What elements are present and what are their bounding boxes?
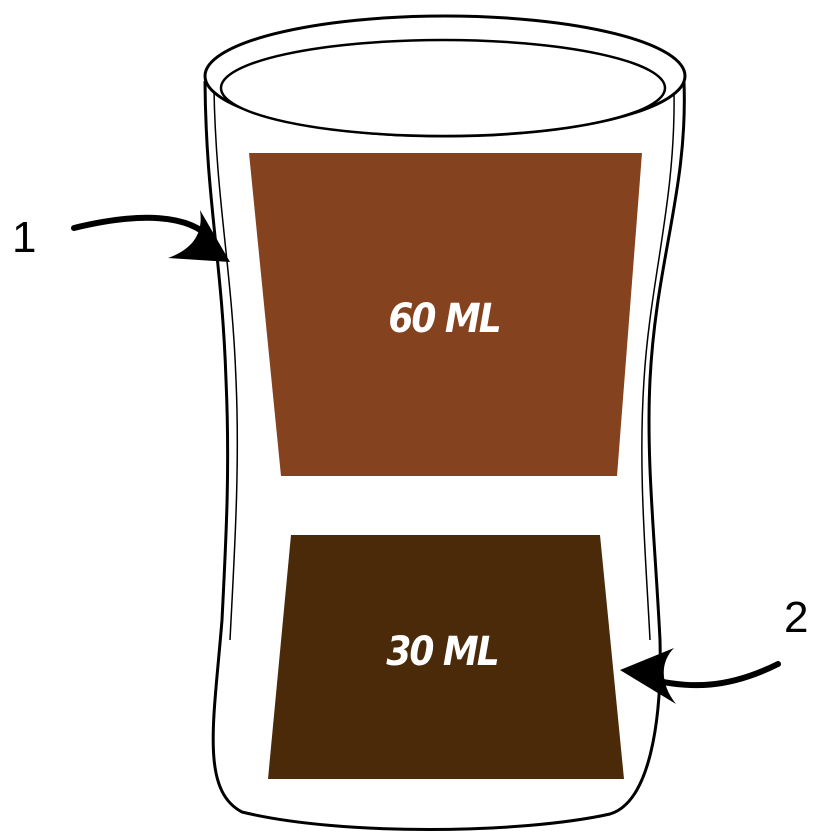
callout-number-2: 2 (784, 593, 808, 642)
callout-arrow-2 (620, 648, 781, 704)
callout-number-1: 1 (12, 213, 36, 262)
layer-top (249, 153, 642, 476)
glass-inner-wall-right (641, 89, 675, 641)
callout-arrow-1 (71, 210, 230, 262)
layer-bottom-label: 30 ML (386, 629, 497, 675)
glass-inner-wall-left (213, 89, 239, 641)
layer-bottom (268, 535, 624, 779)
layer-top-label: 60 ML (388, 296, 499, 342)
glass-rim-inner (219, 38, 667, 138)
